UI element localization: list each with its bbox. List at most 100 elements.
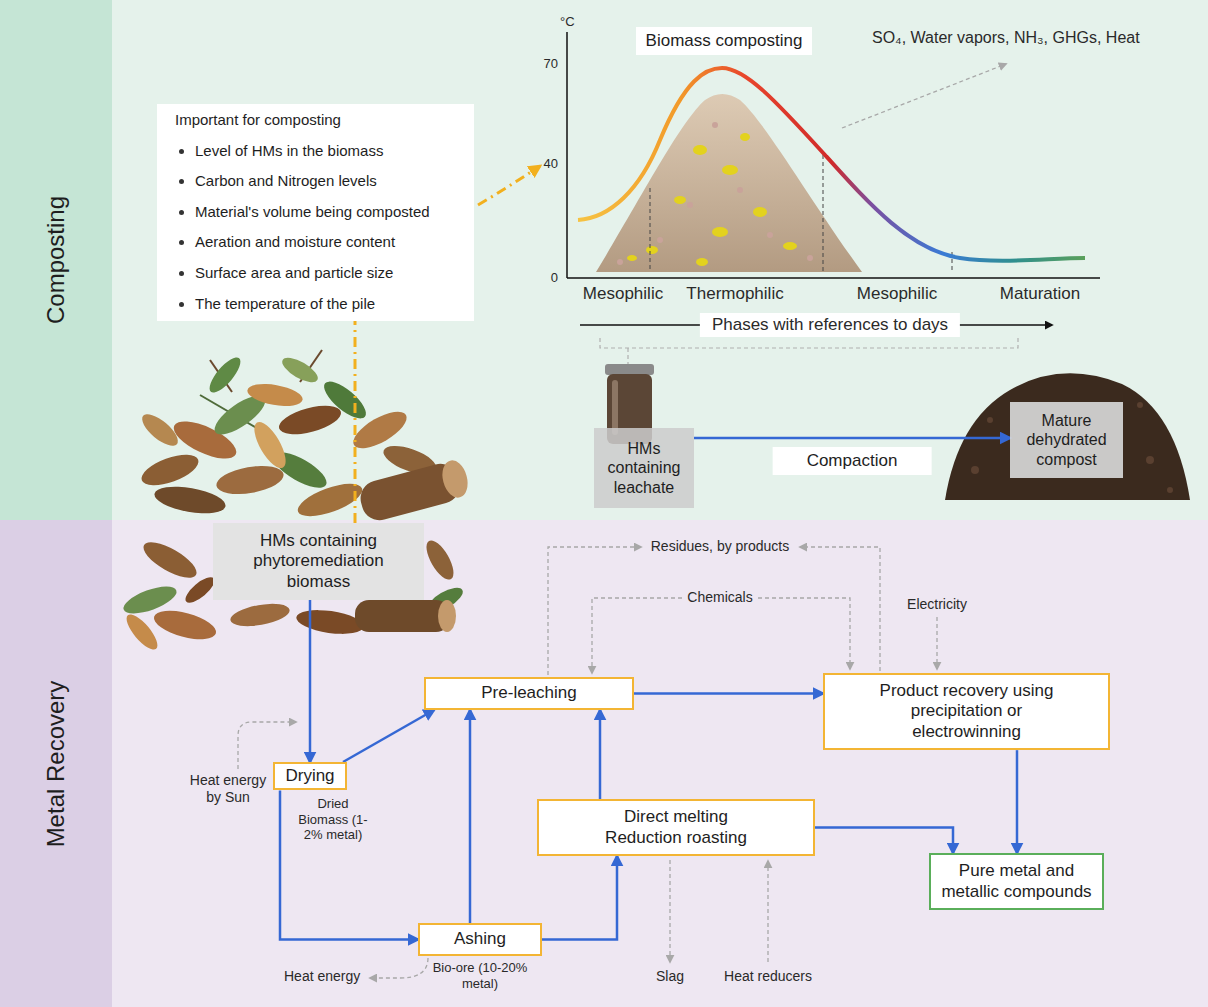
node-text: HMs containing leachate	[598, 439, 690, 497]
band-title: Metal Recovery	[42, 680, 70, 847]
pile-dot	[807, 255, 813, 261]
jar	[607, 374, 652, 444]
metal-particle	[753, 207, 767, 217]
node-text: Important for composting	[175, 111, 341, 129]
log-end	[438, 458, 471, 501]
leaf	[294, 477, 366, 523]
leaf	[214, 461, 285, 498]
flow-note: Electricity	[907, 596, 967, 613]
compost-speck	[971, 466, 979, 474]
phase-label: Mesophilic	[583, 284, 663, 304]
metal-particle	[712, 227, 728, 237]
leaf	[122, 610, 163, 654]
log-end	[438, 600, 456, 632]
leaf	[137, 409, 182, 451]
biomass-box: HMs containing phytoremediation biomass	[213, 523, 424, 600]
flow-arrow	[309, 600, 312, 762]
leaf	[380, 440, 440, 480]
pile-dot	[767, 232, 773, 238]
bracket-leader	[627, 348, 628, 364]
pile-dot	[687, 202, 693, 208]
axis-unit: °C	[560, 14, 575, 30]
node-text: Mature dehydrated compost	[1014, 411, 1119, 469]
metal-particle	[646, 246, 658, 254]
stem	[200, 395, 260, 430]
metal-particle	[693, 145, 707, 155]
flow-note: Dried Biomass (1-2% metal)	[293, 796, 373, 843]
leaf	[248, 417, 291, 472]
leaf	[205, 353, 246, 397]
leaf	[120, 581, 179, 619]
leaf	[246, 380, 305, 409]
stem	[210, 360, 232, 392]
flow-arrow	[634, 692, 823, 695]
process-box: Product recovery using precipitation or …	[823, 673, 1110, 750]
product-box: Pure metal and metallic compounds	[929, 853, 1104, 910]
process-box: Ashing	[418, 923, 542, 956]
pointer-arrow	[478, 166, 540, 205]
leaf	[152, 482, 227, 518]
leaf	[348, 405, 412, 456]
log	[357, 460, 464, 525]
pile-dot	[737, 187, 743, 193]
leaf	[182, 573, 219, 607]
band-strip: Metal Recovery	[0, 520, 112, 1007]
process-box: Direct melting Reduction roasting	[537, 799, 815, 856]
emission-note: SO₄, Water vapors, NH₃, GHGs, Heat	[872, 28, 1140, 47]
leaf	[138, 448, 203, 491]
log	[355, 600, 450, 632]
temperature-curve	[578, 68, 1085, 261]
x-axis	[567, 277, 1100, 279]
input-arrow	[767, 861, 768, 962]
node-text: HMs containing phytoremediation biomass	[223, 531, 414, 592]
flow-note: Heat reducers	[724, 968, 812, 985]
compost-speck	[1146, 456, 1154, 464]
section-band: Metal Recovery HMs containing phytoremedi…	[0, 520, 1208, 1007]
leaf	[421, 536, 459, 583]
leaf	[319, 376, 372, 425]
leaf	[276, 400, 344, 440]
list-item: Carbon and Nitrogen levels	[175, 172, 377, 190]
output-arrow	[800, 547, 880, 671]
leachate-box: HMs containing leachate	[594, 428, 694, 508]
input-arrow	[592, 598, 682, 673]
process-box: Pre-leaching	[424, 677, 634, 710]
emission-arrow	[842, 64, 1006, 128]
compost-box: Mature dehydrated compost	[1010, 402, 1123, 478]
compost-speck	[1137, 402, 1143, 408]
band-title: Composting	[42, 196, 70, 324]
leaf	[209, 389, 271, 441]
dashdot-connector	[354, 321, 357, 523]
process-box: Drying	[273, 762, 347, 790]
output-arrow	[669, 860, 670, 962]
axis-caption: Phases with references to days	[700, 313, 960, 337]
section-band: Composting Important for compostingLevel …	[0, 0, 1208, 520]
node-text: Pre-leaching	[481, 683, 576, 703]
leaf	[139, 535, 202, 584]
metal-particle	[722, 165, 738, 175]
band-strip: Composting	[0, 0, 112, 520]
leaf	[424, 583, 467, 617]
axis-tick: 40	[528, 156, 558, 172]
metal-particle	[627, 255, 637, 261]
input-arrow	[238, 722, 296, 769]
compost-heap	[945, 373, 1190, 500]
leaf	[151, 605, 219, 645]
criteria-box: Important for compostingLevel of HMs in …	[157, 104, 474, 321]
node-text: Product recovery using precipitation or …	[863, 681, 1070, 742]
flow-arrow	[469, 710, 472, 923]
node-text: Ashing	[454, 929, 506, 949]
flow-arrow	[280, 790, 418, 939]
phase-label: Thermophilic	[686, 284, 783, 304]
list-item: Level of HMs in the biomass	[175, 142, 383, 160]
leaf	[269, 445, 332, 494]
connector-group	[280, 321, 1017, 940]
list-item: Material's volume being composted	[175, 203, 430, 221]
node-text: Direct melting Reduction roasting	[597, 807, 755, 848]
edge-label: Compaction	[773, 447, 932, 475]
output-arrow	[548, 547, 641, 675]
flow-note: Residues, by products	[651, 538, 790, 555]
leaf	[229, 600, 292, 630]
